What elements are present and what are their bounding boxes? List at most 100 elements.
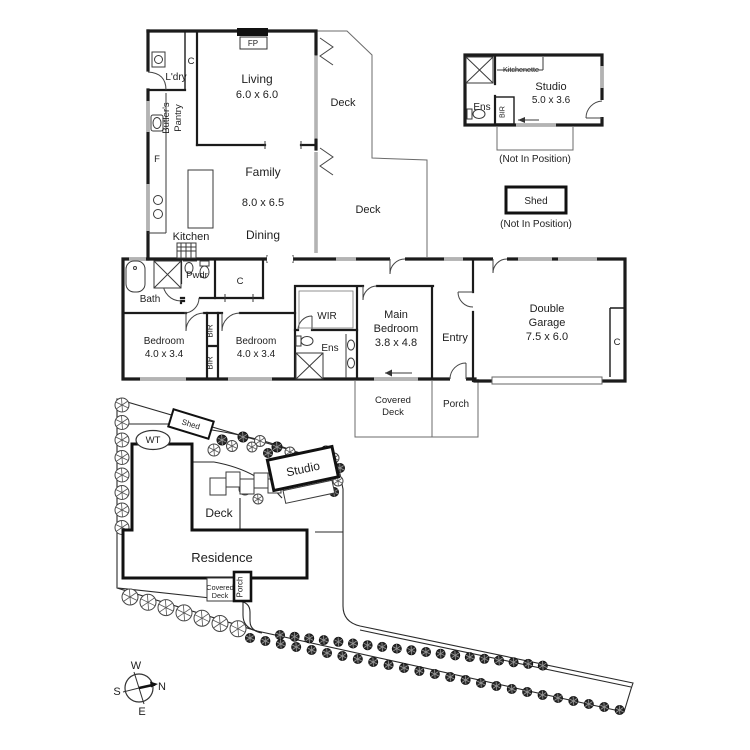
tree-icon (175, 604, 193, 622)
bath-label: Bath (140, 294, 161, 305)
tree-icon (568, 696, 579, 706)
tree-icon (193, 609, 211, 627)
garage-label-2: Garage (529, 317, 566, 329)
tree-icon (114, 502, 130, 518)
studio-label: Studio (535, 81, 566, 93)
site-wt-label: WT (146, 435, 161, 446)
tree-icon (522, 687, 533, 697)
studio-note: (Not In Position) (499, 154, 571, 165)
covered-deck-label-1: Covered (375, 395, 411, 406)
tree-icon (114, 485, 130, 500)
bedroom1-dims: 4.0 x 3.4 (145, 349, 184, 360)
studio-ens-label: Ens (473, 102, 490, 113)
tree-icon (216, 434, 228, 446)
studio-floorplan: Kitchenette Studio 5.0 x 3.6 Ens BIR (No… (463, 53, 605, 165)
tree-icon (291, 642, 302, 652)
windows (129, 56, 597, 381)
tree-icon (614, 705, 625, 715)
site-shed: Shed (167, 408, 215, 440)
tree-icon (254, 435, 266, 447)
tree-icon (275, 630, 285, 640)
site-porch-label: Porch (236, 577, 245, 598)
site-covered-deck-label-1: Covered (206, 583, 233, 592)
tree-icon (352, 654, 363, 664)
kitchen-label: Kitchen (173, 231, 210, 243)
tree-icon (476, 678, 486, 688)
tree-icon (211, 615, 229, 632)
wir-label: WIR (317, 311, 336, 322)
butlers-label-2: Pantry (173, 104, 184, 132)
shed-label: Shed (524, 196, 547, 207)
covered-deck-label-2: Deck (382, 407, 404, 418)
tree-icon (368, 657, 379, 667)
tree-icon (237, 431, 249, 443)
tree-icon (263, 448, 273, 458)
studio-dims: 5.0 x 3.6 (532, 95, 571, 106)
deck-upper-label: Deck (330, 97, 356, 109)
living-label: Living (241, 72, 272, 86)
tree-icon (157, 599, 175, 617)
dining-label: Dining (246, 228, 280, 242)
tree-icon (406, 645, 417, 656)
tree-icon (318, 635, 329, 646)
tree-icon (523, 658, 534, 669)
bedroom2-label: Bedroom (236, 336, 277, 347)
site-studio: Studio (265, 444, 341, 504)
tree-icon (207, 443, 221, 457)
family-dims: 8.0 x 6.5 (242, 197, 284, 209)
tree-icon (421, 647, 431, 657)
site-studio-label: Studio (285, 459, 322, 480)
tree-icon (289, 631, 300, 642)
tree-icon (450, 650, 461, 661)
fridge-label: F (154, 154, 160, 165)
tree-icon (435, 648, 446, 659)
tree-icon (246, 441, 258, 453)
butlers-label-1: Butler's (161, 102, 172, 134)
tree-icon (322, 648, 332, 658)
tree-icon (271, 441, 283, 453)
tree-icon (537, 690, 548, 700)
tree-icon (494, 655, 504, 666)
tree-icon (391, 643, 402, 654)
fixtures (125, 51, 412, 380)
tree-icon (260, 636, 271, 646)
tree-icon (333, 636, 344, 647)
tree-icon (245, 633, 255, 643)
main-floorplan: FP (121, 28, 627, 438)
closet-mid-label: C (237, 276, 244, 287)
tree-icon (226, 440, 238, 452)
site-residence-outline (121, 442, 309, 580)
room-labels: C L'dry Living 6.0 x 6.0 Deck Butler's P… (140, 56, 621, 418)
garage-dims: 7.5 x 6.0 (526, 331, 568, 343)
main-bedroom-label-2: Bedroom (374, 323, 419, 335)
site-residence-label: Residence (191, 550, 252, 565)
site-porch (232, 570, 253, 603)
fireplace-label: FP (248, 39, 258, 48)
tree-icon (114, 397, 130, 413)
tree-icon (599, 702, 610, 712)
tree-icon (121, 588, 139, 606)
tree-icon (139, 593, 157, 611)
tree-icon (479, 653, 490, 664)
tree-icon (491, 681, 502, 691)
shed-floorplan: Shed (Not In Position) (500, 185, 572, 230)
tree-icon (337, 651, 348, 661)
bir2-label: BIR (206, 356, 215, 370)
tree-icon (275, 639, 286, 649)
fireplace-icon: FP (237, 28, 268, 50)
site-deck-label: Deck (205, 506, 233, 520)
compass-w: W (131, 660, 142, 672)
site-covered-deck-label-2: Deck (212, 591, 229, 600)
bir1-label: BIR (206, 324, 215, 338)
tree-icon (429, 669, 440, 679)
site-plan: Studio Shed WT Covered Deck Porch Deck R… (113, 397, 634, 718)
tree-icon (414, 666, 425, 676)
tree-icon (229, 620, 247, 638)
tree-icon (362, 640, 373, 651)
stair-zigzag-icon (319, 37, 334, 176)
kitchenette-label: Kitchenette (503, 65, 539, 74)
tree-icon (383, 660, 394, 670)
family-label: Family (245, 165, 280, 179)
